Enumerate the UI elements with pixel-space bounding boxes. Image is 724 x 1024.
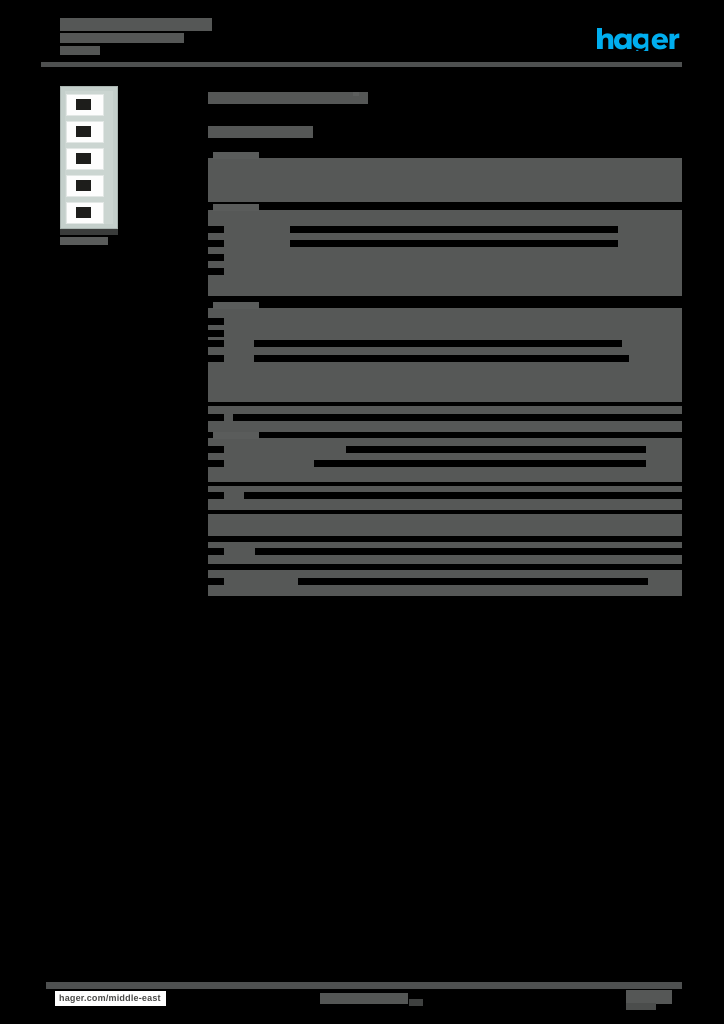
spec-section-heading	[213, 432, 259, 439]
intro-line-2	[208, 126, 313, 138]
product-photo-shadow	[60, 229, 118, 235]
spec-row-value	[255, 548, 682, 555]
spec-section-heading	[213, 152, 259, 159]
spec-row-label	[208, 414, 224, 421]
content-column	[208, 92, 682, 596]
rocker-icon	[76, 99, 91, 110]
hager-logo[interactable]	[596, 27, 680, 51]
spec-section	[208, 542, 682, 564]
spec-row-value	[290, 240, 618, 247]
gang-module-5	[66, 202, 104, 224]
spec-row-label	[208, 226, 224, 233]
spec-section	[208, 302, 682, 402]
gang-module-4	[66, 175, 104, 197]
spec-row-value	[298, 578, 648, 585]
intro-block	[208, 92, 682, 104]
page-header	[0, 0, 724, 78]
spec-section	[208, 432, 682, 482]
gang-module-1	[66, 94, 104, 116]
product-photo[interactable]	[60, 86, 118, 229]
spec-row-label	[208, 254, 224, 261]
header-divider	[41, 62, 682, 67]
spec-row-label	[208, 240, 224, 247]
spec-section	[208, 204, 682, 296]
spec-section-heading	[213, 204, 259, 211]
intro-superscript-mark	[353, 92, 359, 96]
footer-right-text	[626, 990, 672, 1004]
product-image-column	[52, 86, 192, 245]
spec-row-label	[208, 492, 224, 499]
spec-section-heading	[213, 302, 259, 309]
spec-row-label	[208, 318, 224, 325]
spec-section	[208, 152, 682, 202]
footer-url-link[interactable]: hager.com/middle-east	[55, 991, 166, 1006]
product-caption	[60, 237, 108, 245]
rocker-icon	[76, 207, 91, 218]
footer-center-text	[320, 993, 408, 1004]
page-title-line-3	[60, 46, 100, 55]
gang-module-2	[66, 121, 104, 143]
intro-line-1	[208, 92, 368, 104]
gang-module-3	[66, 148, 104, 170]
spec-row-label	[208, 446, 224, 453]
rocker-icon	[76, 180, 91, 191]
page-title-line-2	[60, 33, 184, 43]
spec-row-value	[314, 460, 646, 467]
spec-section	[208, 570, 682, 596]
spec-row-value	[244, 492, 682, 499]
footer-right-text-2	[626, 1003, 656, 1010]
spec-section	[208, 514, 682, 536]
spec-row-label	[208, 340, 224, 347]
spec-row-label	[208, 460, 224, 467]
spec-row-value	[254, 340, 622, 347]
spec-row-value	[290, 226, 618, 233]
hager-logo-icon	[597, 28, 680, 51]
spec-row-label	[208, 330, 224, 337]
spec-section	[208, 486, 682, 510]
page-title	[60, 18, 212, 55]
footer-center-text-2	[409, 999, 423, 1006]
spec-row-label	[208, 268, 224, 275]
spec-row-label	[208, 578, 224, 585]
spec-row-label	[208, 355, 224, 362]
rocker-icon	[76, 126, 91, 137]
rocker-icon	[76, 153, 91, 164]
spec-section	[208, 406, 682, 432]
spec-row-value	[233, 414, 682, 421]
page-title-line-1	[60, 18, 212, 31]
spec-row-value	[346, 446, 646, 453]
spec-row-label	[208, 548, 224, 555]
spec-row-value	[254, 355, 629, 362]
footer-divider	[46, 982, 682, 989]
